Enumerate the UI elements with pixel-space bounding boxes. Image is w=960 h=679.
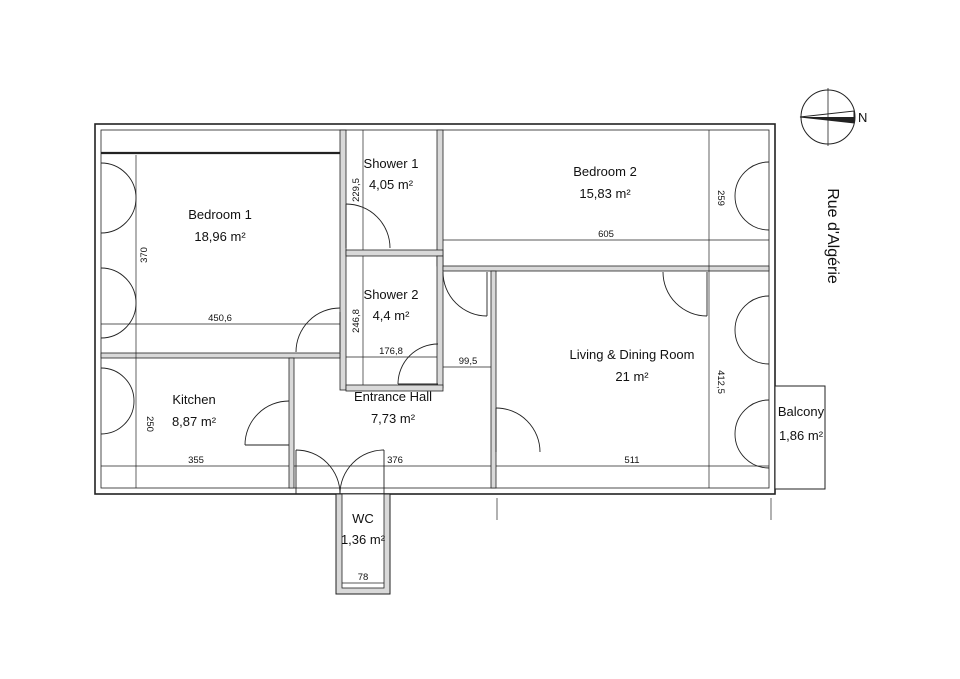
room-area-balcony: 1,86 m² bbox=[779, 428, 824, 443]
dim-shower2-depth: 246,8 bbox=[351, 309, 362, 333]
room-name-wc: WC bbox=[352, 511, 374, 526]
room-area-hall: 7,73 m² bbox=[371, 411, 416, 426]
room-name-shower2: Shower 2 bbox=[364, 287, 419, 302]
dim-shower1-depth: 229,5 bbox=[351, 178, 362, 202]
dimension-lines bbox=[101, 130, 772, 584]
dim-bedroom2-width: 605 bbox=[598, 229, 614, 240]
room-area-bedroom2: 15,83 m² bbox=[579, 186, 631, 201]
room-name-hall: Entrance Hall bbox=[354, 389, 432, 404]
room-area-kitchen: 8,87 m² bbox=[172, 414, 217, 429]
exterior-walls bbox=[94, 123, 776, 495]
dim-shower2-width: 176,8 bbox=[379, 346, 403, 357]
dim-hall-width: 376 bbox=[387, 455, 403, 466]
dimension-labels: 450,6 370 229,5 246,8 176,8 99,5 605 259… bbox=[139, 178, 726, 583]
room-name-bedroom2: Bedroom 2 bbox=[573, 164, 637, 179]
dim-kitchen-depth: 250 bbox=[144, 416, 155, 432]
room-area-shower2: 4,4 m² bbox=[373, 308, 411, 323]
room-area-bedroom1: 18,96 m² bbox=[194, 229, 246, 244]
room-area-living: 21 m² bbox=[615, 369, 649, 384]
compass-icon: N bbox=[799, 88, 867, 146]
dim-hall-corridor: 99,5 bbox=[459, 356, 478, 367]
compass-north-label: N bbox=[858, 110, 867, 125]
dim-living-depth: 412,5 bbox=[715, 370, 726, 394]
balcony-outline bbox=[774, 385, 826, 490]
room-name-bedroom1: Bedroom 1 bbox=[188, 207, 252, 222]
dim-kitchen-width: 355 bbox=[188, 455, 204, 466]
dim-living-width: 511 bbox=[624, 455, 639, 466]
wc-annex bbox=[335, 493, 391, 595]
room-labels: Bedroom 1 18,96 m² Shower 1 4,05 m² Bedr… bbox=[172, 156, 825, 547]
street-name: Rue d'Algérie bbox=[824, 188, 841, 284]
room-name-shower1: Shower 1 bbox=[364, 156, 419, 171]
room-area-wc: 1,36 m² bbox=[341, 532, 386, 547]
dim-bedroom1-width: 450,6 bbox=[208, 313, 232, 324]
interior-walls bbox=[100, 129, 770, 489]
room-name-kitchen: Kitchen bbox=[172, 392, 215, 407]
room-name-balcony: Balcony bbox=[778, 404, 825, 419]
dim-bedroom1-depth: 370 bbox=[139, 247, 150, 263]
room-name-living: Living & Dining Room bbox=[569, 347, 694, 362]
doors bbox=[100, 161, 770, 495]
room-area-shower1: 4,05 m² bbox=[369, 177, 414, 192]
dim-bedroom2-depth: 259 bbox=[715, 190, 726, 206]
dim-wc-width: 78 bbox=[358, 572, 369, 583]
